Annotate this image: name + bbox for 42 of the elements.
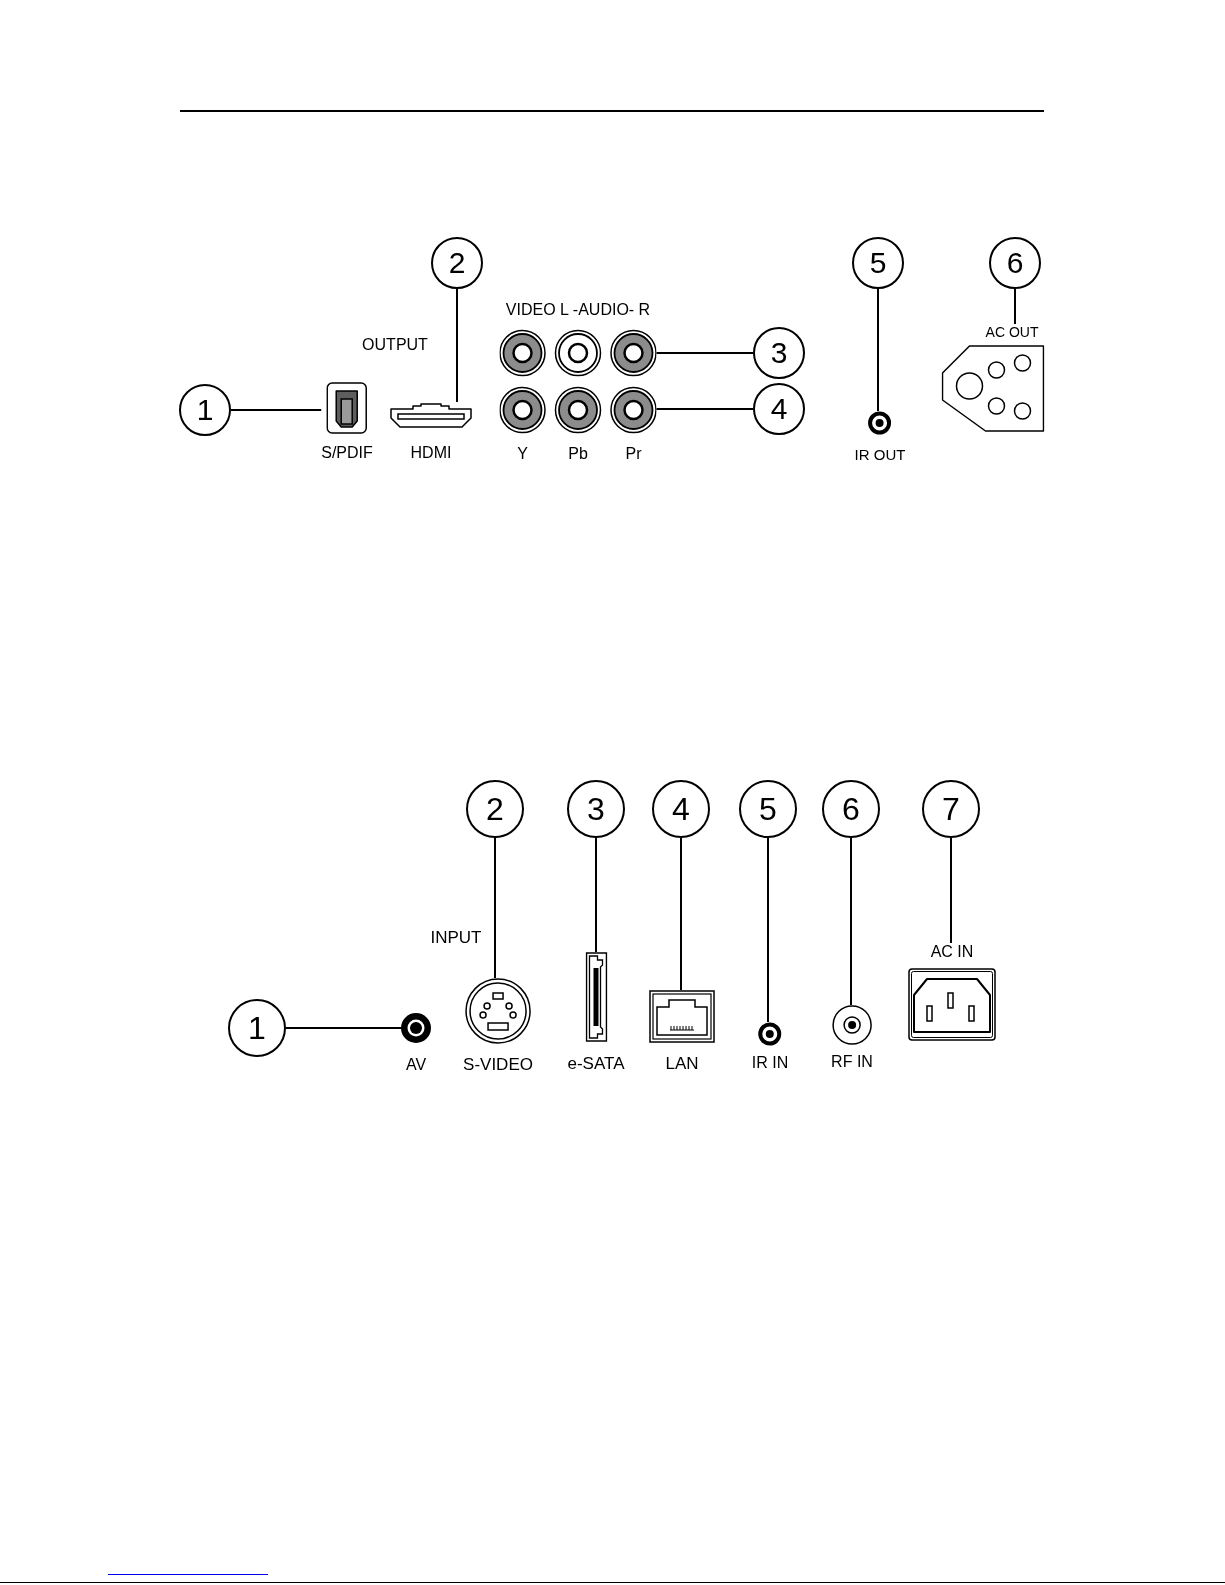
port-label: AC IN bbox=[930, 943, 974, 962]
port-label: AV bbox=[405, 1056, 427, 1075]
port-label: S-VIDEO bbox=[463, 1055, 533, 1075]
port-label: Y bbox=[517, 445, 528, 464]
callout-number: 5 bbox=[852, 237, 904, 289]
callout-number: 4 bbox=[652, 780, 710, 838]
leader-line bbox=[680, 837, 682, 991]
port-label: HDMI bbox=[410, 444, 452, 463]
callout-number: 5 bbox=[739, 780, 797, 838]
callout-number: 1 bbox=[228, 999, 286, 1057]
section-label: OUTPUT bbox=[362, 335, 428, 355]
callout-number: 6 bbox=[822, 780, 880, 838]
port-label: LAN bbox=[665, 1054, 699, 1074]
leader-line bbox=[595, 837, 597, 953]
leader-line bbox=[1014, 288, 1016, 325]
port-label: VIDEO L -AUDIO- R bbox=[505, 301, 651, 320]
callout-number: 7 bbox=[922, 780, 980, 838]
callout-number: 6 bbox=[989, 237, 1041, 289]
callout-number: 3 bbox=[753, 327, 805, 379]
callout-number: 2 bbox=[466, 780, 524, 838]
port-label: IR IN bbox=[751, 1054, 789, 1073]
leader-line bbox=[767, 837, 769, 1023]
callout-number: 2 bbox=[431, 237, 483, 289]
port-label: Pb bbox=[568, 445, 588, 464]
callout-number: 4 bbox=[753, 383, 805, 435]
leader-line bbox=[877, 288, 879, 412]
callout-number: 3 bbox=[567, 780, 625, 838]
leader-line bbox=[494, 837, 496, 979]
port-label: AC OUT bbox=[985, 324, 1039, 341]
port-label: Pr bbox=[625, 445, 642, 464]
leader-line bbox=[456, 288, 458, 403]
port-label: IR OUT bbox=[854, 446, 906, 464]
callout-number: 1 bbox=[179, 384, 231, 436]
section-label: INPUT bbox=[430, 928, 482, 948]
leader-line bbox=[230, 409, 323, 411]
port-label: S/PDIF bbox=[321, 444, 373, 463]
leader-line bbox=[655, 408, 754, 410]
leader-line bbox=[950, 837, 952, 944]
port-label: RF IN bbox=[831, 1053, 873, 1072]
leader-line bbox=[850, 837, 852, 1006]
leader-line bbox=[285, 1027, 402, 1029]
port-label: e-SATA bbox=[567, 1054, 625, 1074]
